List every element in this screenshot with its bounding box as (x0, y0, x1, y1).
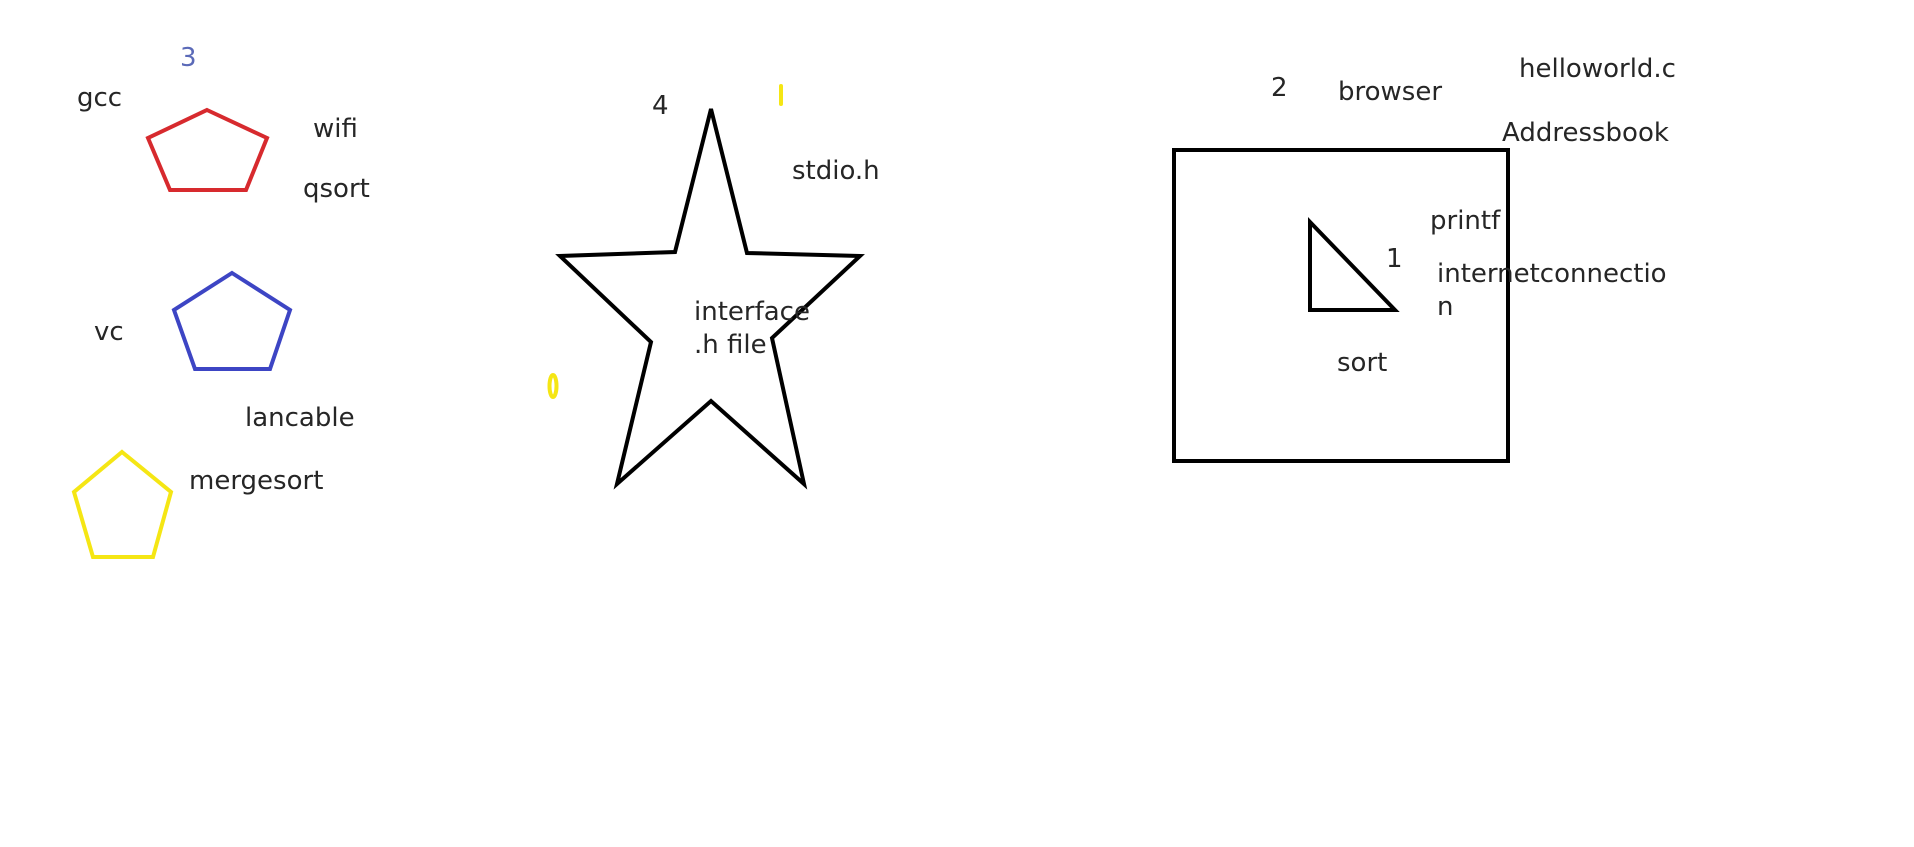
number-3-label: 3 (180, 43, 197, 73)
red-pentagon (145, 107, 270, 192)
number-1-label: 1 (1386, 244, 1403, 274)
blue-pentagon (171, 270, 293, 371)
number-2-label: 2 (1271, 73, 1288, 103)
interface-h-file-label: interface .h file (694, 297, 810, 360)
yellow-drop-mark (547, 373, 559, 399)
number-4-label: 4 (652, 91, 669, 121)
lancable-label: lancable (245, 403, 355, 433)
sort-label: sort (1337, 348, 1388, 378)
browser-label: browser (1338, 77, 1443, 107)
qsort-label: qsort (303, 174, 370, 204)
triangle (1308, 217, 1400, 312)
mergesort-label: mergesort (189, 466, 324, 496)
vc-label: vc (94, 317, 124, 347)
stdio-h-label: stdio.h (792, 156, 880, 186)
addressbook-label: Addressbook (1502, 118, 1669, 148)
wifi-label: wifi (313, 114, 358, 144)
yellow-pentagon (71, 449, 174, 559)
star (555, 108, 865, 490)
helloworld-c-label: helloworld.c (1519, 54, 1676, 84)
rectangle (1172, 148, 1510, 463)
internetconnection-label: internetconnection (1437, 259, 1667, 322)
printf-label: printf (1430, 206, 1501, 236)
gcc-label: gcc (77, 83, 123, 113)
